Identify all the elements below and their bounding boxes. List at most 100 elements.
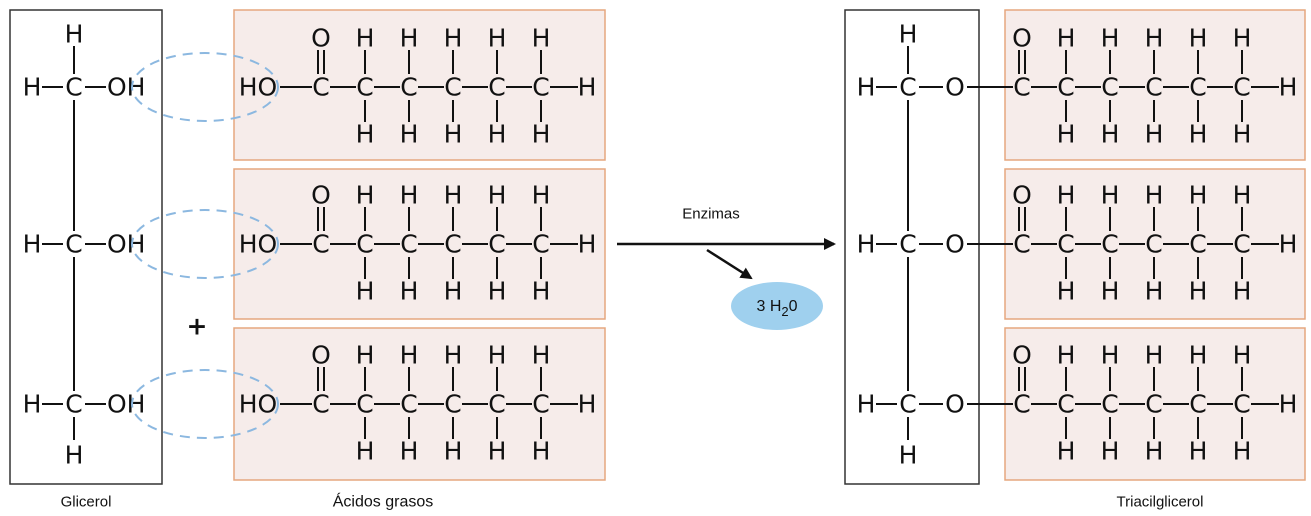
hydroxyl-group-label: OH (107, 230, 145, 259)
reaction-site-ellipse (131, 369, 279, 439)
carbon-atom-label: C (1057, 230, 1074, 259)
carbon-atom-label: C (1013, 390, 1030, 419)
hydrogen-atom-label: H (444, 120, 463, 149)
carbon-atom-label: C (400, 390, 417, 419)
hydrogen-atom-label: H (444, 24, 463, 53)
carbon-atom-label: C (1013, 230, 1030, 259)
hydrogen-atom-label: H (488, 341, 507, 370)
hydrogen-atom-label: H (1145, 24, 1164, 53)
carbonyl-oxygen-label: O (1012, 341, 1032, 370)
carbon-atom-label: C (1189, 230, 1206, 259)
hydroxyl-group-label: HO (239, 390, 277, 419)
hydrogen-atom-label: H (1189, 120, 1208, 149)
carbon-atom-label: C (532, 230, 549, 259)
hydrogen-atom-label: H (1101, 277, 1120, 306)
enzyme-label: Enzimas (682, 206, 740, 223)
carbon-atom-label: C (532, 73, 549, 102)
carbon-atom-label: C (312, 73, 329, 102)
hydrogen-atom-label: H (532, 181, 551, 210)
hydrogen-atom-label: H (578, 390, 597, 419)
hydrogen-atom-label: H (899, 20, 918, 49)
carbon-atom-label: C (1101, 390, 1118, 419)
carbon-atom-label: C (65, 73, 82, 102)
hydrogen-atom-label: H (444, 277, 463, 306)
hydrogen-atom-label: H (1057, 24, 1076, 53)
hydrogen-atom-label: H (400, 181, 419, 210)
hydrogen-atom-label: H (356, 277, 375, 306)
triacylglycerol-label: Triacilglicerol (1117, 494, 1204, 511)
carbon-atom-label: C (400, 230, 417, 259)
hydrogen-atom-label: H (1233, 24, 1252, 53)
carbon-atom-label: C (1013, 73, 1030, 102)
hydrogen-atom-label: H (1189, 181, 1208, 210)
hydrogen-atom-label: H (1057, 277, 1076, 306)
carbon-atom-label: C (1101, 230, 1118, 259)
carbon-atom-label: C (899, 73, 916, 102)
carbon-atom-label: C (356, 73, 373, 102)
carbon-atom-label: C (65, 390, 82, 419)
ester-oxygen-label: O (945, 390, 965, 419)
carbon-atom-label: C (356, 390, 373, 419)
hydrogen-atom-label: H (488, 437, 507, 466)
carbon-atom-label: C (65, 230, 82, 259)
hydrogen-atom-label: H (356, 24, 375, 53)
hydrogen-atom-label: H (1145, 120, 1164, 149)
hydrogen-atom-label: H (400, 24, 419, 53)
hydrogen-atom-label: H (857, 230, 876, 259)
hydrogen-atom-label: H (1101, 341, 1120, 370)
carbon-atom-label: C (488, 390, 505, 419)
carbon-atom-label: C (1057, 390, 1074, 419)
carbon-atom-label: C (1101, 73, 1118, 102)
hydrogen-atom-label: H (23, 73, 42, 102)
hydrogen-atom-label: H (1057, 437, 1076, 466)
fatty-acid-box (233, 9, 606, 161)
water-release-arrow (706, 248, 753, 280)
hydrogen-atom-label: H (65, 441, 84, 470)
ester-oxygen-label: O (945, 73, 965, 102)
hydrogen-atom-label: H (1279, 73, 1298, 102)
reaction-arrows: Enzimas 3 H20 (617, 206, 836, 330)
carbon-atom-label: C (312, 230, 329, 259)
hydrogen-atom-label: H (1145, 181, 1164, 210)
hydrogen-atom-label: H (1279, 230, 1298, 259)
fatty-acids-label: Ácidos grasos (333, 492, 434, 511)
hydrogen-atom-label: H (532, 341, 551, 370)
carbon-atom-label: C (1189, 73, 1206, 102)
hydrogen-atom-label: H (578, 73, 597, 102)
water-byproduct-bubble (731, 282, 823, 330)
hydrogen-atom-label: H (356, 341, 375, 370)
carbon-atom-label: C (444, 73, 461, 102)
hydrogen-atom-label: H (488, 120, 507, 149)
water-byproduct-label: 3 H20 (756, 298, 797, 319)
hydrogen-atom-label: H (1145, 277, 1164, 306)
reaction-site-ellipse (131, 52, 279, 122)
carbon-atom-label: C (1145, 73, 1162, 102)
reaction-site-ellipse (131, 209, 279, 279)
plus-sign: + (187, 312, 208, 341)
hydrogen-atom-label: H (400, 437, 419, 466)
carbon-atom-label: C (444, 390, 461, 419)
hydrogen-atom-label: H (1189, 437, 1208, 466)
carbon-atom-label: C (444, 230, 461, 259)
hydrogen-atom-label: H (1101, 120, 1120, 149)
hydrogen-atom-label: H (1057, 341, 1076, 370)
carbon-atom-label: C (400, 73, 417, 102)
hydrogen-atom-label: H (1233, 277, 1252, 306)
hydrogen-atom-label: H (1101, 24, 1120, 53)
hydrogen-atom-label: H (400, 341, 419, 370)
carbon-atom-label: C (899, 230, 916, 259)
carbon-atom-label: C (488, 230, 505, 259)
